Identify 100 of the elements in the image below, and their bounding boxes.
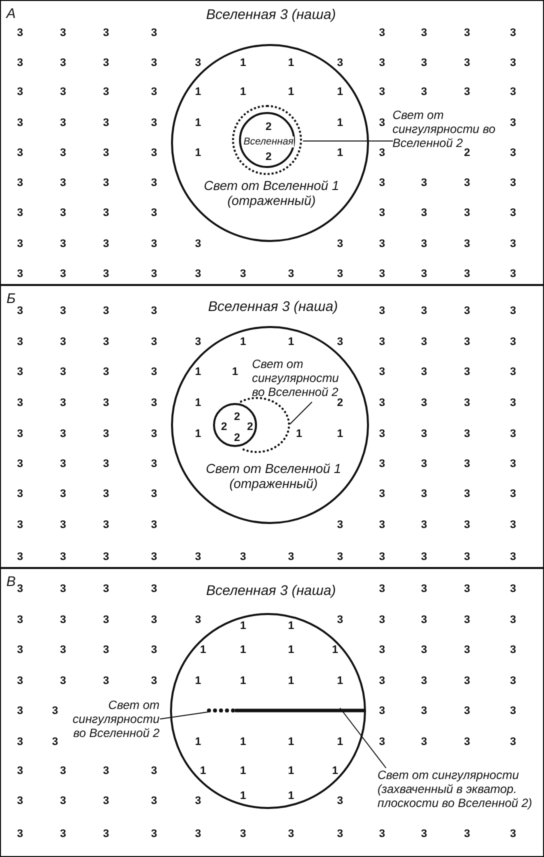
universe-number: 1 — [336, 675, 344, 687]
universe-number: 1 — [288, 336, 294, 348]
universe-number: 3 — [510, 458, 516, 470]
universe-number: 3 — [464, 675, 470, 687]
universe-number: 3 — [336, 614, 344, 626]
universe-number: 3 — [420, 828, 428, 840]
universe-number: 3 — [60, 336, 66, 348]
universe-number: 3 — [510, 428, 516, 440]
universe-number: 3 — [150, 458, 158, 470]
universe-number: 1 — [232, 366, 238, 378]
universe-number: 2 — [220, 421, 228, 433]
universe-number: 1 — [240, 765, 246, 777]
universe-number: 3 — [16, 147, 24, 159]
universe-number: 3 — [60, 488, 66, 500]
universe-number: 3 — [102, 765, 110, 777]
universe-number: 3 — [60, 366, 66, 378]
universe-number: 3 — [60, 614, 66, 626]
universe-number: 3 — [464, 86, 470, 98]
universe-number: 3 — [150, 147, 158, 159]
annotation-text: Свет от сингулярности (захваченный в экватор. плоскости во Вселенной 2) — [378, 768, 534, 810]
universe-number: 3 — [240, 828, 246, 840]
universe-number: 3 — [16, 458, 24, 470]
universe-number: 3 — [60, 268, 66, 280]
universe-number: 3 — [420, 305, 428, 317]
universe-number: 3 — [16, 488, 24, 500]
universe-number: 3 — [150, 795, 158, 807]
universe-number: 3 — [378, 644, 386, 656]
universe-number: 3 — [16, 428, 24, 440]
universe-number: 3 — [464, 583, 470, 595]
universe-number: 3 — [378, 147, 386, 159]
universe-number: 3 — [150, 86, 158, 98]
universe-number: 3 — [464, 305, 470, 317]
universe-number: 3 — [378, 268, 386, 280]
universe-number: 3 — [16, 27, 24, 39]
universe-name: Вселенная — [244, 136, 294, 147]
universe-number: 1 — [194, 147, 202, 159]
panel-title: Вселенная 3 (наша) — [208, 298, 338, 314]
universe-number: 1 — [332, 765, 338, 777]
universe-number: 3 — [420, 488, 428, 500]
universe-number: 3 — [420, 458, 428, 470]
universe-number: 3 — [102, 336, 110, 348]
universe-number: 3 — [16, 705, 24, 717]
universe-number: 3 — [16, 336, 24, 348]
universe-number: 3 — [60, 207, 66, 219]
universe-number: 3 — [150, 268, 158, 280]
universe-number: 3 — [378, 27, 386, 39]
universe-number: 1 — [336, 117, 344, 129]
universe-number: 3 — [102, 644, 110, 656]
universe-number: 3 — [464, 207, 470, 219]
universe-number: 3 — [510, 147, 516, 159]
universe-number: 1 — [288, 644, 294, 656]
universe-number: 3 — [378, 736, 386, 748]
universe-number: 3 — [510, 336, 516, 348]
universe-number: 3 — [378, 551, 386, 563]
universe-number: 3 — [420, 428, 428, 440]
universe-number: 3 — [60, 397, 66, 409]
universe-number: 1 — [194, 675, 202, 687]
universe-number: 3 — [102, 86, 110, 98]
universe-number: 3 — [240, 268, 246, 280]
universe-number: 3 — [150, 428, 158, 440]
universe-number: 3 — [194, 551, 202, 563]
inner-universe-circle — [213, 403, 257, 447]
universe-number: 3 — [288, 551, 294, 563]
universe-number: 3 — [420, 238, 428, 250]
universe-number: 1 — [288, 57, 294, 69]
universe-number: 3 — [464, 458, 470, 470]
universe-number: 3 — [102, 795, 110, 807]
universe-number: 3 — [378, 117, 386, 129]
universe-number: 3 — [60, 57, 66, 69]
universe-number: 3 — [420, 27, 428, 39]
universe-number: 3 — [378, 207, 386, 219]
universe-number: 3 — [510, 551, 516, 563]
universe-number: 3 — [102, 583, 110, 595]
universe-number: 3 — [194, 238, 202, 250]
universe-number: 3 — [150, 765, 158, 777]
universe-number: 3 — [378, 519, 386, 531]
universe-number: 3 — [510, 736, 516, 748]
universe-number: 3 — [102, 27, 110, 39]
universe-number: 3 — [510, 177, 516, 189]
universe-number: 1 — [240, 644, 246, 656]
universe-number: 3 — [102, 828, 110, 840]
universe-number: 3 — [510, 397, 516, 409]
universe-number: 3 — [378, 336, 386, 348]
universe-number: 3 — [194, 336, 202, 348]
universe-number: 1 — [288, 736, 294, 748]
panel-title: Вселенная 3 (наша) — [206, 582, 336, 598]
universe-number: 3 — [510, 366, 516, 378]
universe-number: 3 — [378, 86, 386, 98]
universe-number: 3 — [102, 428, 110, 440]
panel-title: Вселенная 3 (наша) — [206, 6, 336, 22]
universe-number: 1 — [194, 736, 202, 748]
universe-number: 3 — [420, 336, 428, 348]
universe-number: 3 — [60, 551, 66, 563]
panel-letter: В — [6, 573, 16, 589]
universe-number: 3 — [288, 828, 294, 840]
universe-number: 3 — [464, 397, 470, 409]
universe-number: 3 — [510, 828, 516, 840]
universe-number: 1 — [332, 644, 338, 656]
annotation-text: Свет от сингулярности во Вселенной 2 — [252, 357, 339, 399]
universe-number: 3 — [464, 177, 470, 189]
